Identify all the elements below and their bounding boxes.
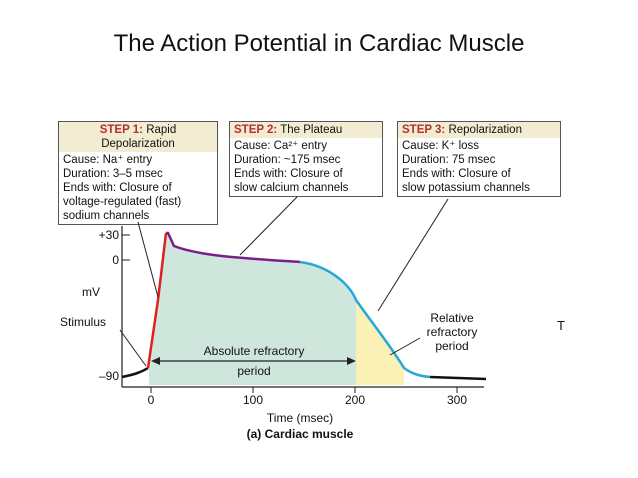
relative-refractory-label-3: period xyxy=(435,339,468,353)
step1-header: STEP 1: Rapid Depolarization xyxy=(59,122,217,152)
step1-leader-line xyxy=(137,221,159,298)
return-to-rest-segment xyxy=(429,375,487,381)
step1-name: Rapid xyxy=(146,124,177,136)
step1-ends-3: sodium channels xyxy=(63,210,150,222)
step3-header: STEP 3: Repolarization xyxy=(398,122,560,138)
step3-ends: Ends with: Closure of xyxy=(402,168,511,180)
stray-letter: T xyxy=(557,318,565,333)
relative-leader-line xyxy=(389,337,421,356)
x-tick-label: 300 xyxy=(447,393,467,407)
arrowhead-right-icon xyxy=(347,357,356,365)
step3-label: STEP 3: xyxy=(402,124,446,136)
plateau-segment xyxy=(166,231,301,264)
step2-duration: Duration: ~175 msec xyxy=(234,154,341,166)
step1-cause: Cause: Na⁺ entry xyxy=(63,154,153,166)
repolarization-segment xyxy=(299,260,431,379)
step1-box: STEP 1: Rapid Depolarization Cause: Na⁺ … xyxy=(58,121,218,225)
absolute-refractory-label: Absolute refractory xyxy=(204,344,305,358)
relative-refractory-label: Relative xyxy=(430,311,474,325)
absolute-refractory-label-2: period xyxy=(237,364,270,378)
step2-ends: Ends with: Closure of xyxy=(234,168,343,180)
figure-caption: (a) Cardiac muscle xyxy=(247,427,354,441)
step3-duration: Duration: 75 msec xyxy=(402,154,496,166)
y-tick-label: –90 xyxy=(99,369,119,383)
step1-name-2: Depolarization xyxy=(101,138,175,150)
step2-label: STEP 2: xyxy=(234,124,278,136)
resting-segment xyxy=(121,366,149,379)
depolarization-segment xyxy=(146,232,168,369)
step3-cause: Cause: K⁺ loss xyxy=(402,140,480,152)
step3-name: Repolarization xyxy=(448,124,522,136)
x-tick-label: 200 xyxy=(345,393,365,407)
step1-duration: Duration: 3–5 msec xyxy=(63,168,163,180)
stimulus-leader-line xyxy=(119,329,147,367)
step3-box: STEP 3: Repolarization Cause: K⁺ loss Du… xyxy=(397,121,561,197)
y-tick-label: +30 xyxy=(99,228,120,242)
step3-leader-line xyxy=(377,198,449,312)
step1-ends-2: voltage-regulated (fast) xyxy=(63,196,182,208)
y-axis-label: mV xyxy=(82,285,100,299)
step1-ends: Ends with: Closure of xyxy=(63,182,172,194)
stimulus-label: Stimulus xyxy=(60,315,106,329)
step1-body: Cause: Na⁺ entry Duration: 3–5 msec Ends… xyxy=(59,152,217,224)
slide-title: The Action Potential in Cardiac Muscle xyxy=(113,30,525,57)
step2-box: STEP 2: The Plateau Cause: Ca²⁺ entry Du… xyxy=(229,121,383,197)
absolute-refractory-region xyxy=(149,234,356,385)
step2-header: STEP 2: The Plateau xyxy=(230,122,382,138)
arrowhead-left-icon xyxy=(151,357,160,365)
step1-label: STEP 1: xyxy=(99,124,143,136)
step2-leader-line xyxy=(239,196,298,256)
step3-body: Cause: K⁺ loss Duration: 75 msec Ends wi… xyxy=(398,138,560,196)
step2-body: Cause: Ca²⁺ entry Duration: ~175 msec En… xyxy=(230,138,382,196)
x-tick-label: 0 xyxy=(148,393,155,407)
y-tick-label: 0 xyxy=(112,253,119,267)
step2-cause: Cause: Ca²⁺ entry xyxy=(234,140,327,152)
step2-name: The Plateau xyxy=(280,124,343,136)
x-axis-label: Time (msec) xyxy=(267,411,333,425)
x-tick-label: 100 xyxy=(243,393,263,407)
relative-refractory-label-2: refractory xyxy=(427,325,478,339)
step2-ends-2: slow calcium channels xyxy=(234,182,349,194)
step3-ends-2: slow potassium channels xyxy=(402,182,530,194)
relative-refractory-region xyxy=(356,300,404,385)
